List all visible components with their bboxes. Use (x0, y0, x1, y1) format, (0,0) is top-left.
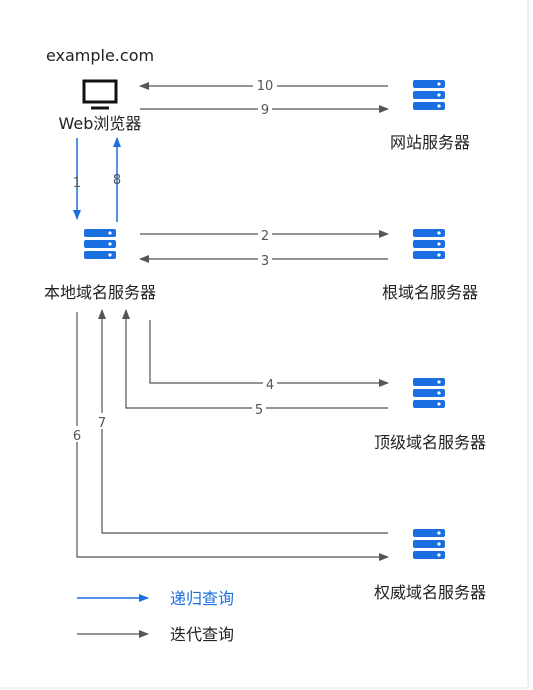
arrow-step-7 (98, 309, 388, 534)
step-9-bg (258, 101, 272, 115)
authoritative-server-label: 权威域名服务器 (374, 583, 486, 602)
step-5-bg (252, 401, 266, 415)
step-10-label: 10 (257, 79, 274, 94)
tld-server-label: 顶级域名服务器 (374, 433, 486, 452)
step-8-label: 8 (113, 173, 121, 188)
tld-server-icon (413, 378, 445, 408)
website-server-icon (413, 80, 445, 110)
arrow-step-6 (76, 312, 389, 561)
step-7-label: 7 (98, 416, 106, 431)
step-3-bg (258, 252, 272, 266)
step-9-label: 9 (261, 103, 269, 118)
step-2-label: 2 (261, 229, 269, 244)
root-server-label: 根域名服务器 (382, 283, 478, 302)
local-server-label: 本地域名服务器 (44, 283, 156, 302)
step-3-label: 3 (261, 254, 269, 269)
arrow-step-4 (149, 320, 389, 387)
authoritative-server-icon (413, 529, 445, 559)
step-4-bg (263, 376, 277, 390)
step-10-bg (253, 78, 277, 92)
local-server-icon (84, 229, 116, 259)
step-4-label: 4 (266, 378, 274, 393)
step-5-label: 5 (255, 403, 263, 418)
monitor-icon (82, 79, 118, 110)
step-6-label: 6 (73, 429, 81, 444)
step-6-bg (70, 426, 84, 442)
legend-recursive-label: 递归查询 (170, 589, 234, 608)
legend-iterative-label: 迭代查询 (170, 625, 234, 644)
browser-label: Web浏览器 (59, 114, 142, 133)
step-1-label: 1 (73, 176, 81, 191)
root-server-icon (413, 229, 445, 259)
domain-label: example.com (46, 46, 154, 65)
step-2-bg (258, 227, 272, 241)
arrow-step-5 (122, 309, 388, 409)
website-server-label: 网站服务器 (390, 133, 470, 152)
step-7-bg (95, 413, 109, 429)
